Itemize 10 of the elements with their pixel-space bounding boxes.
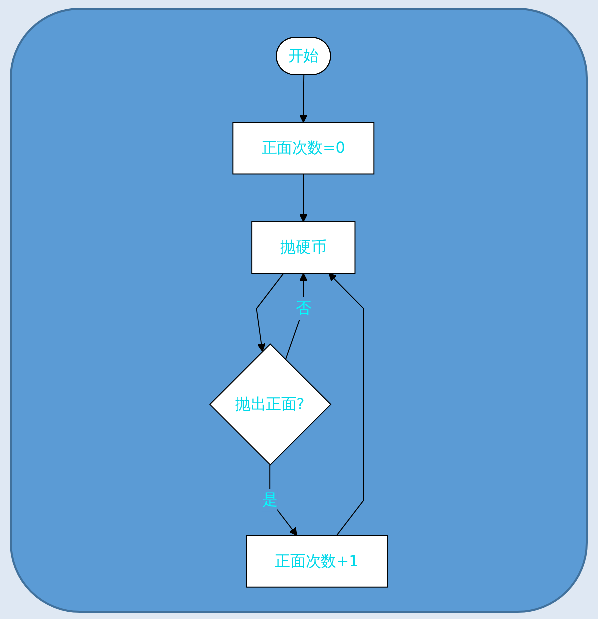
node-box: 抛硬币: [252, 222, 356, 274]
edge-label: 是: [262, 490, 278, 510]
node-box: 正面次数=0: [232, 122, 375, 175]
node-diamond: 抛出正面?: [210, 344, 332, 466]
arrow: [300, 174, 308, 222]
arrow: [328, 273, 365, 536]
edge-label: 否: [296, 299, 312, 318]
arrow: [256, 273, 284, 352]
arrow: [300, 74, 308, 124]
node-box: 正面次数+1: [246, 535, 388, 588]
